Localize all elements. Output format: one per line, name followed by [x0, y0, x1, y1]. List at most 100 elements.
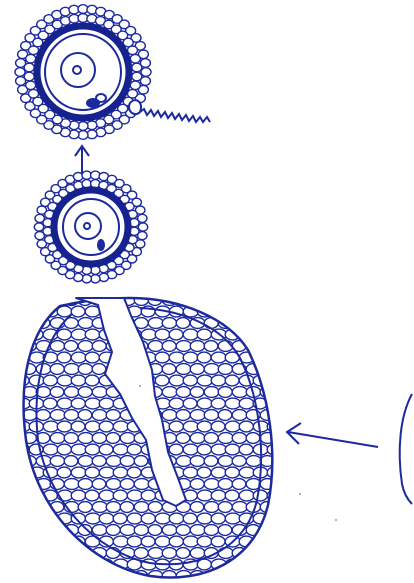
cell: [26, 81, 36, 90]
cell: [169, 421, 183, 432]
cell: [8, 548, 23, 559]
cell: [64, 387, 79, 398]
cell: [204, 502, 219, 513]
cell: [92, 502, 107, 513]
cell: [78, 433, 93, 444]
egg-membrane: [45, 34, 121, 110]
cell: [92, 387, 107, 398]
nucleus: [61, 53, 95, 87]
cell: [43, 536, 58, 547]
cell: [239, 375, 254, 386]
cell: [106, 502, 120, 513]
cell: [134, 548, 148, 559]
cell: [106, 456, 121, 467]
cell: [36, 525, 50, 536]
cell: [155, 352, 169, 363]
cell: [78, 525, 92, 536]
cell: [78, 341, 93, 352]
cell: [246, 571, 261, 582]
cell: [232, 571, 246, 582]
cell: [260, 548, 275, 559]
cell: [99, 421, 113, 432]
cell: [225, 513, 240, 524]
sperm-tail: [140, 109, 210, 122]
cell: [78, 479, 92, 490]
cell: [246, 433, 260, 444]
cell: [232, 318, 246, 329]
cell: [141, 490, 156, 501]
cell: [176, 387, 190, 398]
cell: [211, 444, 226, 455]
cell: [92, 341, 106, 352]
cell: [211, 352, 226, 363]
cell: [50, 341, 64, 352]
cell: [36, 571, 51, 582]
cell: [36, 295, 50, 306]
cell: [253, 536, 268, 547]
cell: [204, 479, 219, 490]
cell: [225, 490, 239, 501]
cell: [138, 223, 147, 231]
cell: [218, 525, 232, 536]
cell: [267, 444, 281, 455]
cell: [204, 525, 218, 536]
cell: [113, 513, 127, 524]
cell: [141, 536, 155, 547]
cell: [197, 536, 212, 547]
cell: [260, 364, 274, 375]
cell: [176, 410, 190, 421]
cell: [169, 444, 183, 455]
cell: [127, 444, 141, 455]
cell: [15, 513, 30, 524]
cell: [57, 329, 71, 340]
cell: [183, 444, 198, 455]
cell: [127, 490, 142, 501]
cell: [211, 398, 225, 409]
cell: [78, 318, 93, 329]
cell: [8, 433, 23, 444]
cell: [190, 433, 205, 444]
cell: [183, 352, 198, 363]
cell: [239, 329, 253, 340]
cell: [127, 513, 142, 524]
cell: [239, 306, 253, 317]
cell: [169, 536, 183, 547]
cell: [106, 525, 120, 536]
cell: [267, 375, 282, 386]
cell: [267, 329, 281, 340]
cell: [162, 387, 177, 398]
cell: [85, 329, 100, 340]
cell: [267, 536, 282, 547]
cell: [8, 456, 23, 467]
cell: [50, 295, 65, 306]
cell: [64, 548, 78, 559]
cell: [176, 341, 191, 352]
cell: [71, 329, 86, 340]
arrow-up: [75, 146, 89, 174]
cell: [43, 398, 57, 409]
cell: [71, 490, 86, 501]
cell: [29, 513, 44, 524]
cell: [204, 456, 218, 467]
cell: [29, 375, 44, 386]
cell: [148, 318, 163, 329]
cell: [204, 410, 218, 421]
cell: [211, 467, 226, 478]
cell: [239, 421, 253, 432]
egg-membrane: [63, 199, 119, 255]
cell: [218, 548, 233, 559]
cell: [253, 329, 268, 340]
cell: [253, 559, 268, 570]
cell: [183, 329, 198, 340]
cell: [120, 479, 134, 490]
cell: [190, 387, 204, 398]
cell: [71, 421, 85, 432]
cell: [43, 444, 58, 455]
cell: [57, 375, 72, 386]
cell: [211, 536, 225, 547]
cell: [50, 410, 65, 421]
cell: [85, 490, 99, 501]
cell: [85, 398, 100, 409]
cell: [22, 502, 37, 513]
cell: [71, 352, 86, 363]
